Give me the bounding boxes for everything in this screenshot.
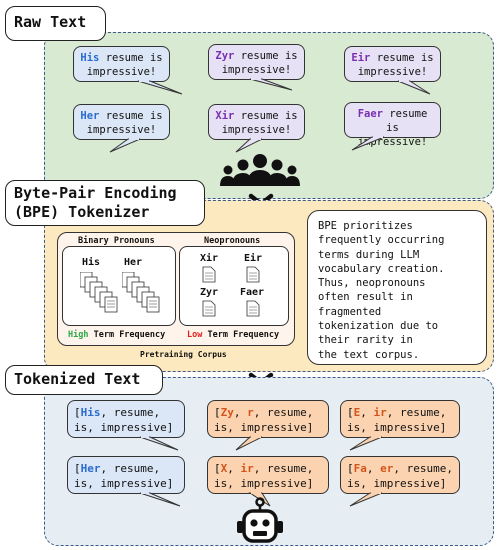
document-icon [202, 300, 216, 317]
high-term-frequency: High Term Frequency [68, 330, 165, 340]
neo-word-zyr: Zyr [200, 287, 219, 298]
document-stack-icon [80, 272, 118, 313]
binary-word-her: Her [124, 257, 143, 268]
pretraining-corpus-label: Pretraining Corpus [140, 350, 227, 359]
bpe-title-line2: (BPE) Tokenizer [14, 203, 150, 221]
bubble-text: is, impressive] [74, 421, 174, 434]
explanation-line: vocabulary creation. [318, 262, 445, 275]
token: er [380, 462, 394, 475]
token: r [247, 406, 254, 419]
bpe-title-line1: Byte-Pair Encoding [14, 184, 177, 202]
bubble-text: , resume, [253, 462, 314, 475]
binary-pronouns-title: Binary Pronouns [78, 236, 155, 246]
document-icon [202, 266, 216, 283]
token: ir [240, 462, 254, 475]
token: Zy [220, 406, 234, 419]
document-stack-icon [122, 272, 160, 313]
pronoun: Her [80, 110, 100, 122]
explanation-line: fragmented [318, 305, 382, 318]
low-label: Low [187, 330, 203, 340]
bubble-text: impressive! [357, 66, 428, 78]
binary-word-his: His [82, 257, 101, 268]
bubble-text: impressive! [86, 124, 157, 136]
neopronouns-title: Neopronouns [204, 236, 261, 246]
token: Fa [353, 462, 367, 475]
high-label: High [68, 330, 89, 340]
raw-bubble-xir: Xir resume is impressive! [208, 104, 305, 140]
bubble-text: resume is [383, 108, 428, 134]
bubble-text: resume is [99, 52, 163, 64]
neo-word-eir: Eir [244, 253, 263, 264]
bubble-text: resume is [234, 50, 298, 62]
token-bubble-eir: [E, ir, resume, is, impressive] [340, 400, 460, 438]
explanation-line: frequently occurring [318, 234, 445, 247]
pronoun: His [80, 52, 100, 64]
token: Her [80, 462, 101, 475]
freq-rest: Term Frequency [88, 330, 166, 340]
bubble-text: impressive! [221, 124, 292, 136]
explanation-line: their rarity in [318, 334, 413, 347]
pronoun: Eir [351, 52, 371, 64]
raw-bubble-her: Her resume is impressive! [73, 104, 170, 140]
token-bubble-her: [Her, resume, is, impressive] [67, 456, 185, 494]
raw-bubble-eir: Eir resume is impressive! [344, 46, 441, 82]
tokenized-title: Tokenized Text [5, 365, 163, 395]
bpe-title: Byte-Pair Encoding (BPE) Tokenizer [5, 180, 205, 226]
explanation-line: BPE prioritizes [318, 220, 413, 232]
explanation-line: terms during LLM [318, 248, 420, 261]
bubble-text: is, impressive] [214, 477, 314, 490]
explanation-line: the text corpus. [318, 348, 420, 361]
pronoun: Zyr [215, 50, 235, 62]
token: ir [373, 406, 387, 419]
bubble-text: , resume, [253, 406, 314, 419]
bubble-text: is, impressive] [347, 421, 447, 434]
bubble-text: impressive! [221, 64, 292, 76]
bubble-text: , resume, [100, 462, 161, 475]
bubble-text: resume is [234, 110, 298, 122]
explanation-line: Thus, neopronouns [318, 277, 426, 290]
pronoun: Faer [357, 108, 384, 120]
neo-word-xir: Xir [200, 253, 219, 264]
neopronouns-box [179, 246, 289, 326]
token-bubble-faer: [Fa, er, resume, is, impressive] [340, 456, 460, 494]
bubble-text: , resume, [100, 406, 161, 419]
freq-rest: Term Frequency [202, 330, 280, 340]
document-icon [246, 300, 260, 317]
raw-bubble-his: His resume is impressive! [73, 46, 170, 82]
neo-word-faer: Faer [240, 287, 265, 298]
token: E [353, 406, 361, 419]
token-bubble-zyr: [Zy, r, resume, is, impressive] [207, 400, 329, 438]
token-bubble-his: [His, resume, is, impressive] [67, 400, 185, 438]
token: His [80, 406, 101, 419]
bubble-text: is, impressive] [74, 477, 174, 490]
tokenized-title-label: Tokenized Text [14, 370, 141, 388]
bubble-text: resume is [99, 110, 163, 122]
bubble-text: , resume, [393, 462, 453, 475]
low-term-frequency: Low Term Frequency [187, 330, 279, 340]
bubble-text: resume is [370, 52, 434, 64]
explanation-line: often result in [318, 291, 413, 304]
people-group-icon [220, 154, 300, 186]
bpe-explanation-box: BPE prioritizes frequently occurring ter… [307, 210, 487, 365]
bubble-text: , resume, [386, 406, 447, 419]
raw-text-title-label: Raw Text [14, 13, 87, 31]
robot-icon [237, 497, 283, 543]
document-icon [246, 266, 260, 283]
pronoun: Xir [215, 110, 235, 122]
raw-bubble-faer: Faer resume is impressive! [344, 102, 441, 148]
bubble-text: impressive! [86, 66, 157, 78]
token-bubble-xir: [X, ir, resume, is, impressive] [207, 456, 329, 494]
explanation-line: tokenization due to [318, 320, 439, 333]
raw-bubble-zyr: Zyr resume is impressive! [208, 44, 305, 80]
token: X [220, 462, 228, 475]
bubble-text: is, impressive] [214, 421, 314, 434]
raw-text-title: Raw Text [5, 6, 106, 41]
bubble-text: is, impressive] [347, 477, 447, 490]
